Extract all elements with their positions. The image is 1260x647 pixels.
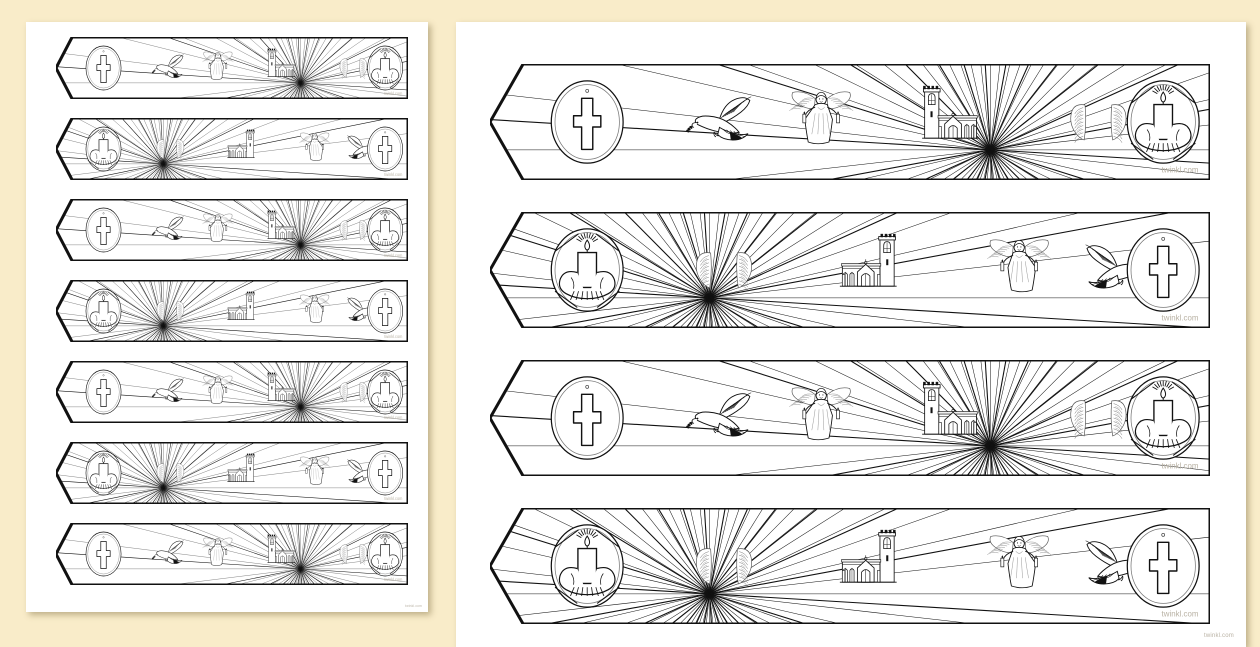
- bookmark-4[interactable]: twinkl.com: [56, 280, 408, 342]
- bookmark-2[interactable]: twinkl.com: [490, 212, 1210, 328]
- bookmark-1[interactable]: twinkl.com: [56, 37, 408, 99]
- bookmark-3[interactable]: twinkl.com: [56, 199, 408, 261]
- bookmark-6[interactable]: twinkl.com: [56, 442, 408, 504]
- bookmark-1[interactable]: twinkl.com: [490, 64, 1210, 180]
- watermark-label: twinkl.com: [1203, 633, 1234, 639]
- bookmark-4[interactable]: twinkl.com: [490, 508, 1210, 624]
- left-preview-sheet[interactable]: twinkl.com twinkl.com twinkl.com twinkl.co…: [26, 22, 428, 612]
- right-detail-sheet[interactable]: twinkl.com twinkl.com twinkl.com twinkl.co…: [456, 22, 1246, 647]
- watermark-label: twinkl.com: [384, 577, 403, 582]
- bookmark-7[interactable]: twinkl.com: [56, 523, 408, 585]
- watermark-label: twinkl.com: [1162, 166, 1199, 175]
- watermark-label: twinkl.com: [384, 415, 403, 420]
- bookmark-5[interactable]: twinkl.com: [56, 361, 408, 423]
- watermark-label: twinkl.com: [1162, 314, 1199, 323]
- watermark-label: twinkl.com: [1162, 610, 1199, 619]
- watermark-label: twinkl.com: [405, 604, 422, 608]
- watermark-label: twinkl.com: [384, 91, 403, 96]
- watermark-label: twinkl.com: [384, 334, 403, 339]
- bookmark-2[interactable]: twinkl.com: [56, 118, 408, 180]
- watermark-label: twinkl.com: [1162, 462, 1199, 471]
- screenshot-root: twinkl.com twinkl.com twinkl.com twinkl.co…: [26, 22, 1246, 647]
- watermark-label: twinkl.com: [384, 496, 403, 501]
- watermark-label: twinkl.com: [384, 172, 403, 177]
- watermark-label: twinkl.com: [384, 253, 403, 258]
- bookmark-3[interactable]: twinkl.com: [490, 360, 1210, 476]
